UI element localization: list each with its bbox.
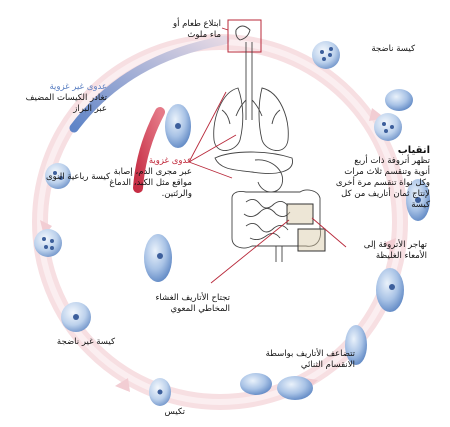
binary-fission-label: تتضاعف الأتاريف بواسطة الانقسام الثنائي [265,349,355,370]
immature-cyst [61,302,91,332]
migration-label: تهاجر الأتروفة إلى الأمعاء الغليظة [363,240,427,261]
invasive-arrow [133,107,165,193]
encysting-form [149,378,171,406]
noninvasive-arrow [69,35,230,133]
noninvasive-label: عدوى غير غزوية تغادر الكيسات المضيف عبر … [25,82,107,114]
excysting-amoeba [374,89,413,141]
immature-cyst-label: كيسة غير ناضجة [56,337,115,347]
small-intestine-highlight [286,203,314,225]
mucosal-invasion-label: تجتاح الأتاريف الغشاء المخاطي المعوي [155,293,230,314]
dividing-trophozoites [240,373,313,400]
mature-cyst-top [312,41,340,69]
invasive-trophozoite [165,104,191,148]
ingestion-label: ابتلاع طعام أو ماء ملوث [172,19,221,40]
large-intestine-highlight [297,228,326,252]
mature-cyst-label: كيسة ناضجة [371,44,415,54]
quadrinucleate-cyst-label: كيسة رباعية النوى [46,172,110,182]
trophozoites-right [345,179,430,365]
encystation-label: تكيس [164,407,185,417]
digestive-system-illustration [213,19,321,262]
excystation-label: انقياب تظهر أتروفة ذات أربع أنوية وتنقسم… [335,145,430,210]
mucosal-trophozoite [144,234,172,282]
invasive-label: عدوى غزوية عبر مجرى الدم، إصابة مواقع مث… [109,156,192,199]
cyst-left-upper [45,163,71,189]
quadrinucleate-cyst [34,229,62,257]
pointer-lines [188,27,347,284]
